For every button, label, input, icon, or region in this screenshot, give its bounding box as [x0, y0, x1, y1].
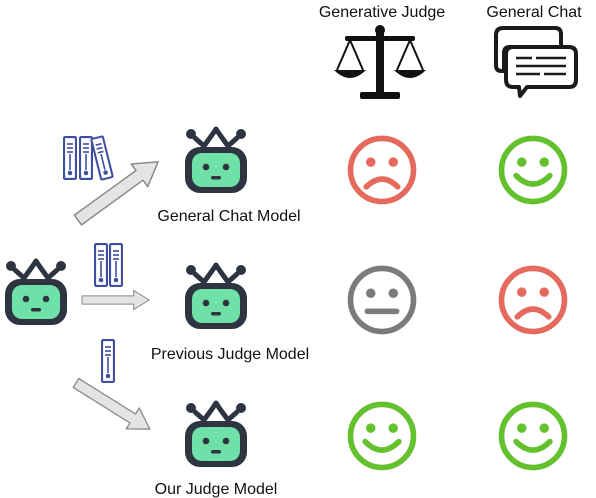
binder-icon — [109, 243, 123, 287]
binder-icon — [63, 136, 77, 180]
judge-column-header: Generative Judge — [319, 4, 445, 21]
previous-judge-model-judge-neutral-face-icon — [351, 269, 414, 332]
arrow-to-previous-judge-model — [81, 289, 151, 311]
our-judge-model-judge-happy-face-icon — [351, 405, 414, 468]
previous-judge-model-robot-icon — [185, 265, 247, 329]
binder-icon — [89, 135, 115, 181]
our-judge-model-robot-icon — [185, 403, 247, 467]
scales-of-justice-icon — [334, 25, 426, 99]
general-chat-model-chat-happy-face-icon — [502, 139, 565, 202]
previous-judge-model-chat-sad-face-icon — [502, 269, 565, 332]
binder-icon — [94, 243, 108, 287]
general-chat-model-label: General Chat Model — [157, 208, 300, 225]
general-chat-model-judge-sad-face-icon — [351, 139, 414, 202]
training-data-binders-previous — [94, 243, 123, 287]
general-chat-model-robot-icon — [185, 129, 247, 193]
our-judge-model-chat-happy-face-icon — [502, 405, 565, 468]
chat-column-header: General Chat — [486, 4, 582, 21]
chat-bubbles-icon — [494, 26, 578, 98]
previous-judge-model-label: Previous Judge Model — [151, 346, 309, 363]
our-judge-model-label: Our Judge Model — [155, 481, 278, 498]
binder-icon — [101, 339, 115, 383]
binder-icon — [79, 136, 93, 180]
base-robot-icon — [5, 261, 67, 325]
training-data-binders-ours — [101, 339, 115, 383]
training-data-binders-general — [63, 135, 115, 181]
